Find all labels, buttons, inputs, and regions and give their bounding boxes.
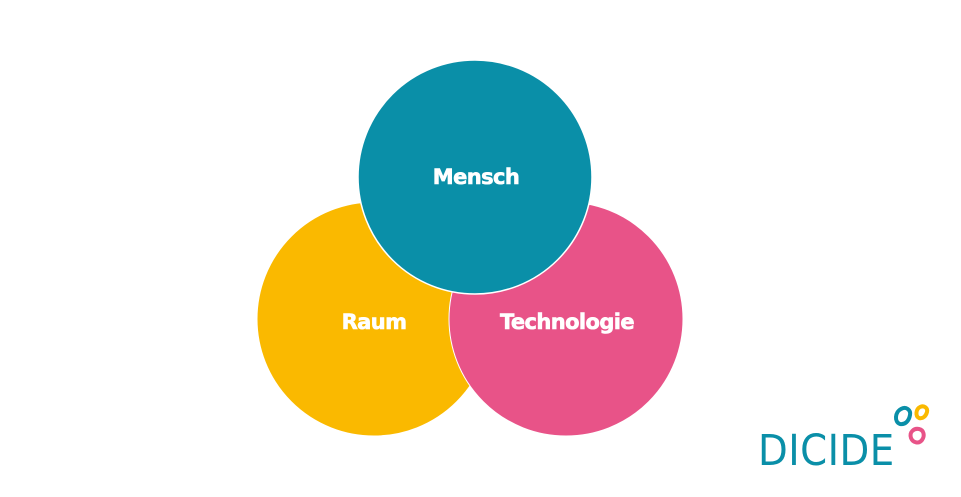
circle-mensch (357, 59, 593, 295)
label-mensch: Mensch (433, 165, 519, 189)
logo-drops-icon (894, 404, 930, 445)
logo-drop-yellow (914, 404, 930, 421)
dicide-logo: DICIDE (758, 402, 938, 482)
logo-wordmark: DICIDE (758, 426, 895, 476)
logo-drop-pink (908, 426, 926, 445)
label-technologie: Technologie (500, 310, 634, 334)
logo-drop-teal (894, 405, 913, 427)
label-raum: Raum (342, 310, 407, 334)
